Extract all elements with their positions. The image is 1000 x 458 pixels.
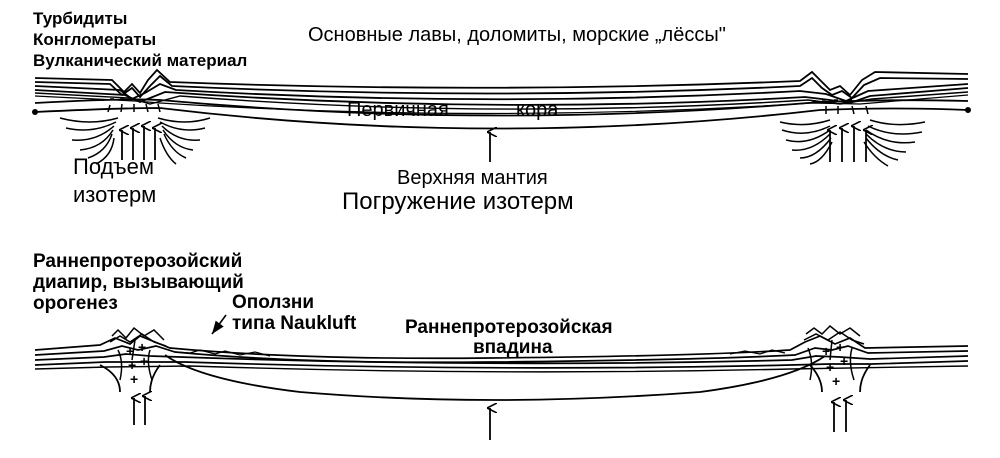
label-top-layer: Основные лавы, доломиты, морские „лёссы" bbox=[308, 24, 726, 46]
label-crust-word2: кора bbox=[516, 99, 559, 121]
left-diapir bbox=[109, 326, 167, 381]
label-upper-mantle: Верхняя мантия bbox=[397, 167, 548, 189]
crust-end-point bbox=[965, 107, 971, 113]
upper-right-rise-arrows bbox=[830, 126, 866, 162]
slide-pointer-arrow bbox=[211, 314, 227, 335]
lower-left-rise-arrows bbox=[134, 396, 145, 425]
primary-crust-upper bbox=[34, 98, 969, 130]
left-diapir-granite-marks: + + + + + bbox=[126, 339, 148, 387]
svg-text:+: + bbox=[840, 353, 848, 369]
svg-text:+: + bbox=[832, 373, 840, 389]
upper-sediment-layers bbox=[34, 68, 969, 115]
svg-text:+: + bbox=[128, 357, 136, 373]
label-diapir-line2: диапир, вызывающий bbox=[33, 272, 244, 293]
svg-text:+: + bbox=[138, 339, 146, 355]
label-isotherm-sink: Погружение изотерм bbox=[342, 188, 574, 215]
label-turbidites: Турбидиты bbox=[33, 9, 128, 28]
right-diapir bbox=[803, 324, 865, 381]
label-rise-line1: Подъем bbox=[73, 154, 155, 179]
label-slide-line1: Оползни bbox=[232, 292, 315, 313]
svg-text:+: + bbox=[826, 359, 834, 375]
svg-text:+: + bbox=[126, 343, 134, 359]
label-crust-word1: Первичная bbox=[347, 99, 449, 121]
upper-left-rise-arrows bbox=[122, 126, 155, 160]
label-diapir-line3: орогенез bbox=[33, 293, 118, 314]
lower-right-rise-arrows bbox=[834, 400, 846, 432]
label-basin-line1: Раннепротерозойская bbox=[405, 317, 613, 338]
lower-sediment-layers bbox=[34, 335, 969, 373]
right-isotherm-fan bbox=[779, 105, 926, 167]
label-rise-line2: изотерм bbox=[73, 182, 157, 207]
crust-end-point bbox=[32, 109, 38, 115]
label-slide-line2: типа Naukluft bbox=[232, 313, 357, 334]
svg-text:+: + bbox=[140, 353, 148, 369]
lower-basin-floor bbox=[99, 354, 871, 401]
label-basin-line2: впадина bbox=[473, 337, 553, 358]
left-isotherm-fan bbox=[59, 103, 211, 165]
label-conglomerates: Конгломераты bbox=[33, 30, 157, 49]
right-diapir-granite-marks: + + + + + bbox=[822, 339, 848, 389]
svg-text:+: + bbox=[836, 339, 844, 355]
label-volcanic-material: Вулканический материал bbox=[33, 51, 248, 70]
svg-text:+: + bbox=[822, 343, 830, 359]
label-diapir-line1: Раннепротерозойский bbox=[33, 251, 243, 272]
svg-text:+: + bbox=[130, 371, 138, 387]
